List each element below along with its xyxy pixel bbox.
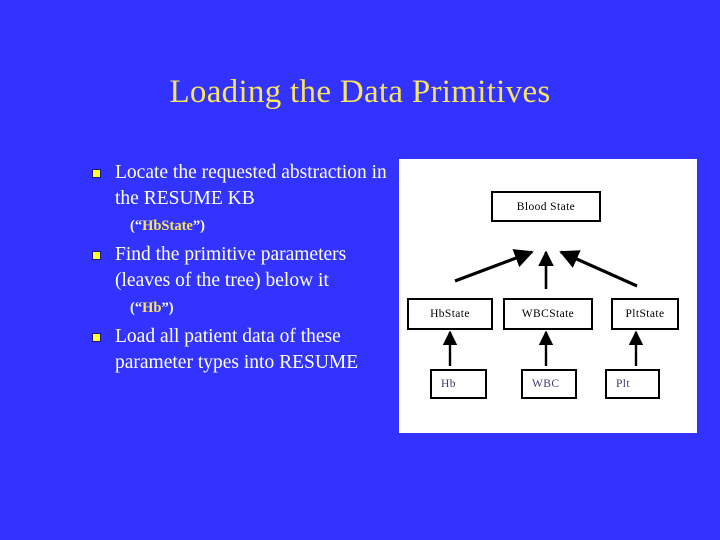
node-label: Blood State xyxy=(516,200,576,213)
bullet-text: Locate the requested abstraction in the … xyxy=(115,162,387,209)
bullet-row: Load all patient data of these parameter… xyxy=(92,324,392,376)
note-highlight: HbState xyxy=(142,218,193,234)
bullet-text: Load all patient data of these parameter… xyxy=(115,326,359,373)
bullet-note-2: (“Hb”) xyxy=(130,298,392,318)
node-label: HbState xyxy=(430,308,470,320)
node-wbcstate[interactable]: WBCState xyxy=(503,298,593,330)
note-open-paren: (“ xyxy=(130,300,143,316)
node-label: Plt xyxy=(616,378,630,390)
node-blood-state[interactable]: Blood State xyxy=(491,191,601,222)
diagram-panel: Blood State HbState WBCState PltState Hb… xyxy=(399,159,697,433)
node-plt[interactable]: Plt xyxy=(605,369,660,399)
bullet-list: Locate the requested abstraction in the … xyxy=(92,160,392,376)
node-label: WBC xyxy=(532,378,560,390)
square-bullet-icon xyxy=(92,251,101,260)
bullet-row: Locate the requested abstraction in the … xyxy=(92,160,392,212)
diagram-arrows xyxy=(442,249,644,366)
square-bullet-icon xyxy=(92,333,101,342)
node-label: WBCState xyxy=(521,308,575,320)
page-title: Loading the Data Primitives xyxy=(169,74,551,110)
node-label: Hb xyxy=(441,378,456,390)
note-close-paren: ”) xyxy=(161,300,174,316)
bullet-text: Find the primitive parameters (leaves of… xyxy=(115,244,347,291)
node-pltstate[interactable]: PltState xyxy=(611,298,679,330)
node-label: PltState xyxy=(625,308,665,320)
bullet-note-1: (“HbState”) xyxy=(130,216,392,236)
node-wbc[interactable]: WBC xyxy=(521,369,577,399)
note-highlight: Hb xyxy=(142,300,162,316)
node-hb[interactable]: Hb xyxy=(430,369,487,399)
node-hbstate[interactable]: HbState xyxy=(407,298,493,330)
note-close-paren: ”) xyxy=(192,218,205,234)
bullet-item-1: Locate the requested abstraction in the … xyxy=(92,160,392,236)
bullet-row: Find the primitive parameters (leaves of… xyxy=(92,242,392,294)
note-open-paren: (“ xyxy=(130,218,143,234)
square-bullet-icon xyxy=(92,169,101,178)
arrow-hbstate-to-root xyxy=(454,249,534,283)
bullet-item-2: Find the primitive parameters (leaves of… xyxy=(92,242,392,318)
arrow-pltstate-to-root xyxy=(559,250,638,288)
bullet-item-3: Load all patient data of these parameter… xyxy=(92,324,392,376)
